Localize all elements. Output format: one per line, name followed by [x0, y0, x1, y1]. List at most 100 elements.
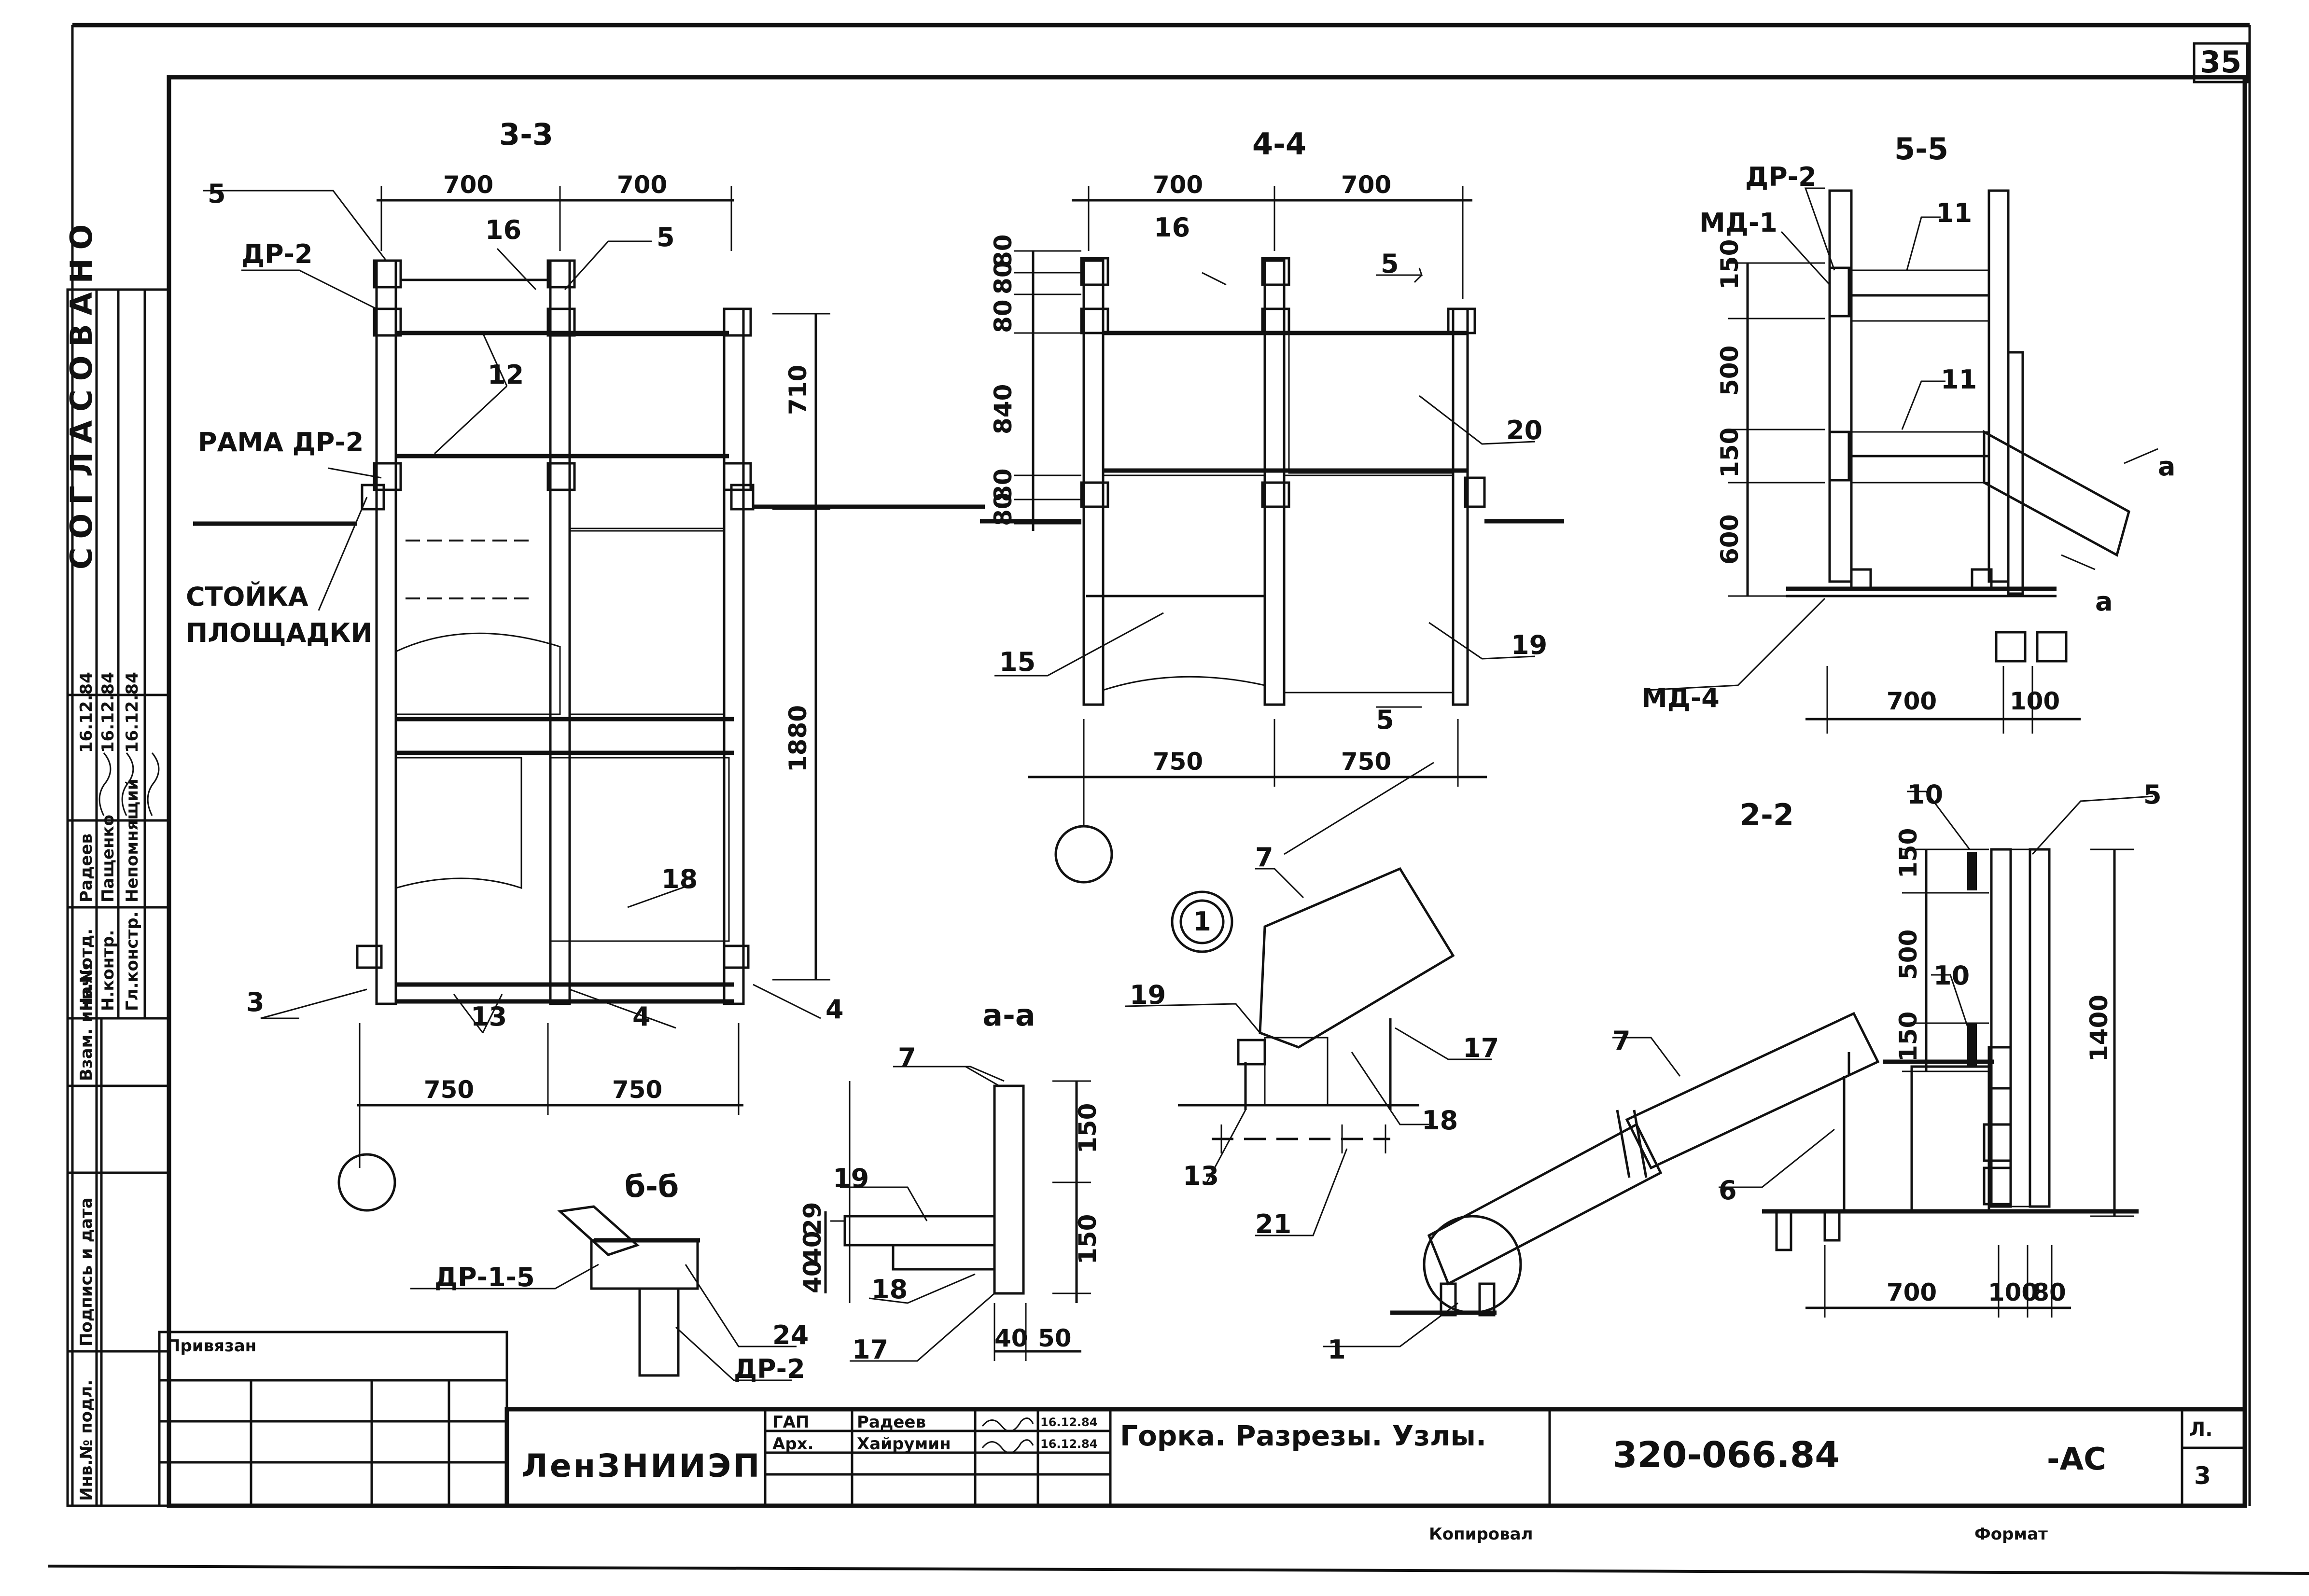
node-label-13: 13 [1183, 1161, 1219, 1191]
approval-name-1: Радеев [77, 833, 96, 902]
approval-date-1: 16.12.84 [77, 672, 96, 753]
approval-name-2: Пащенко [98, 815, 118, 902]
aa-dim-v-1: 150 [1074, 1103, 1102, 1153]
node-label-19: 19 [1130, 980, 1166, 1010]
s55-label-md4: МД-4 [1641, 683, 1720, 713]
s33-dim-v-1: 710 [784, 365, 812, 415]
tb-date-2: 16.12.84 [1040, 1437, 1097, 1451]
aa-dim-bot-2: 50 [1038, 1324, 1072, 1352]
s55-label-dr2: ДР-2 [1745, 162, 1817, 192]
s44-dim-v-5: 80 [989, 468, 1017, 502]
section-a-a-drawing [824, 1066, 1091, 1362]
title-block [504, 1407, 2247, 1508]
drawing-suffix: -АС [2047, 1442, 2106, 1477]
footer-format: Формат [1974, 1525, 2048, 1544]
node-label-21: 21 [1255, 1209, 1291, 1239]
approval-role-2: Н.контр. [98, 930, 118, 1011]
tb-name-2: Хайрумин [857, 1434, 951, 1454]
s55-dim-v-2: 500 [1716, 346, 1744, 396]
s44-label-16: 16 [1154, 212, 1190, 243]
aa-dim-bot-1: 40 [994, 1324, 1028, 1352]
sheet-frame [48, 23, 2309, 1575]
aa-dim-v-4: 40 [798, 1231, 826, 1264]
aa-dim-v-5: 40 [798, 1260, 826, 1293]
approval-strip [66, 288, 170, 1507]
s44-label-5a: 5 [1381, 249, 1399, 279]
section-b-b-drawing [410, 1205, 797, 1381]
tb-role-2: Арх. [772, 1434, 814, 1454]
s44-label-20: 20 [1506, 415, 1542, 445]
privyazan-table [158, 1331, 508, 1507]
tb-name-1: Радеев [857, 1413, 926, 1432]
approval-signatures [98, 752, 160, 816]
s22-label-7: 7 [1612, 1026, 1631, 1056]
s44-label-15: 15 [999, 647, 1036, 677]
s33-dim-bot-2: 750 [612, 1076, 662, 1104]
section-4-4-title: 4-4 [1252, 126, 1306, 162]
s44-dim-bot-2: 750 [1341, 748, 1391, 776]
s44-dim-v-3: 80 [989, 299, 1017, 333]
s44-dim-v-2: 80 [989, 261, 1017, 294]
aa-label-7: 7 [898, 1042, 916, 1073]
section-2-2-title: 2-2 [1740, 797, 1794, 833]
drawing-title: Горка. Разрезы. Узлы. [1120, 1419, 1486, 1452]
s44-label-19: 19 [1511, 630, 1547, 660]
s33-dim-bot-1: 750 [424, 1076, 474, 1104]
sheet-number: 35 [2200, 44, 2241, 80]
s22-label-10a: 10 [1907, 779, 1943, 810]
sheet-label: Л. [2189, 1418, 2212, 1441]
s55-label-a2: а [2095, 586, 2113, 617]
s55-label-11b: 11 [1941, 364, 1977, 395]
s22-dim-v-2: 500 [1894, 930, 1922, 980]
s22-dim-v-4: 1400 [2085, 995, 2113, 1062]
aa-dim-v-2: 150 [1074, 1214, 1102, 1264]
s33-label-3: 3 [246, 987, 265, 1017]
s33-label-post: СТОЙКА [186, 582, 308, 612]
footer-copied: Копировал [1429, 1525, 1533, 1544]
approval-role-1: Нач.отд. [77, 929, 96, 1011]
node-label-18: 18 [1422, 1105, 1458, 1136]
section-a-a-title: а-а [982, 998, 1035, 1033]
tb-date-1: 16.12.84 [1040, 1416, 1097, 1429]
privyazan-label: Привязан [167, 1336, 256, 1356]
aa-label-19: 19 [833, 1163, 869, 1194]
section-3-3-drawing [193, 186, 985, 1212]
s44-dim-v-1: 80 [989, 234, 1017, 268]
node-label-17: 17 [1463, 1033, 1499, 1063]
tb-signatures [981, 1417, 1034, 1454]
approval-date-2: 16.12.84 [98, 672, 118, 753]
s33-dim-top-1: 700 [443, 171, 493, 199]
s22-dim-bot-1: 700 [1887, 1278, 1937, 1306]
bb-label-24: 24 [772, 1320, 809, 1350]
s44-dim-v-6: 80 [989, 492, 1017, 526]
s33-label-4b: 4 [826, 994, 844, 1025]
s22-label-1: 1 [1328, 1334, 1346, 1365]
s22-label-6: 6 [1719, 1175, 1737, 1206]
node-1-drawing [1124, 762, 1492, 1236]
s33-label-13: 13 [471, 1001, 507, 1032]
s33-label-4a: 4 [632, 1001, 651, 1032]
drawing-code: 320-066.84 [1612, 1434, 1840, 1476]
s55-dim-bot-1: 700 [1887, 687, 1937, 715]
tb-role-1: ГАП [772, 1413, 809, 1432]
section-3-3-title: 3-3 [499, 117, 553, 152]
s33-label-platform: ПЛОЩАДКИ [186, 618, 373, 648]
s22-label-5: 5 [2143, 779, 2162, 810]
approval-date-3: 16.12.84 [123, 672, 142, 753]
s22-dim-v-1: 150 [1894, 828, 1922, 878]
node-label-7: 7 [1255, 842, 1273, 873]
side-col-3: Взам. инв.№ [77, 963, 96, 1081]
sheet-value: 3 [2194, 1462, 2211, 1490]
s22-label-10b: 10 [1933, 960, 1970, 991]
s33-label-dr2: ДР-2 [241, 239, 313, 269]
s44-dim-top-2: 700 [1341, 171, 1391, 199]
s33-dim-v-2: 1880 [784, 705, 812, 772]
side-col-1: Инв.№ подл. [77, 1380, 96, 1501]
s22-dim-bot-2: 100 [1988, 1278, 2038, 1306]
aa-label-17: 17 [852, 1334, 888, 1365]
s33-label-18: 18 [661, 864, 698, 894]
s44-dim-v-4: 840 [989, 384, 1017, 434]
section-b-b-title: б-б [625, 1169, 679, 1204]
s33-dim-top-2: 700 [617, 171, 667, 199]
